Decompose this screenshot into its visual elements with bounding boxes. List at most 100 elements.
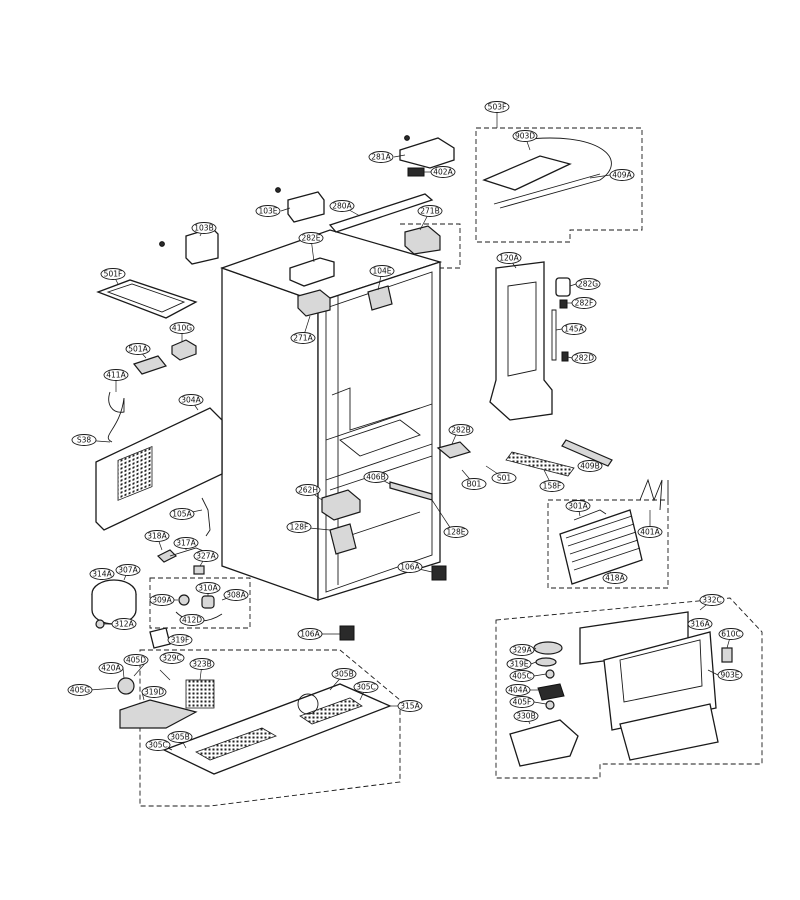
heater-409B <box>561 439 613 467</box>
svg-text:271A: 271A <box>293 334 313 343</box>
svg-text:B01: B01 <box>467 480 482 489</box>
svg-text:282F: 282F <box>575 299 594 308</box>
part-label: 412D <box>179 614 205 626</box>
foot-106A-rear <box>339 625 355 641</box>
fan-bracket-262H <box>321 489 361 521</box>
part-label: 316A <box>687 618 713 630</box>
part-label: 319E <box>506 658 532 670</box>
svg-text:305B: 305B <box>334 670 353 679</box>
svg-text:410G: 410G <box>172 324 192 333</box>
part-label: 280A <box>329 200 355 212</box>
part-label: 329A <box>509 644 535 656</box>
part-label: 120A <box>496 252 522 264</box>
part-label: 418A <box>602 572 628 584</box>
svg-text:404A: 404A <box>508 686 528 695</box>
part-label: 282E <box>298 232 324 244</box>
part-label: 411A <box>103 369 129 381</box>
svg-text:128E: 128E <box>446 528 465 537</box>
part-label: 158F <box>539 480 565 492</box>
part-label: 610C <box>718 628 744 640</box>
svg-text:610C: 610C <box>721 630 741 639</box>
svg-text:406B: 406B <box>366 473 385 482</box>
part-label: 312A <box>111 618 137 630</box>
part-labels: 503F 903D 409A 281A 402A 280A 271B 103E … <box>67 101 744 751</box>
svg-text:308A: 308A <box>226 591 246 600</box>
svg-text:S01: S01 <box>497 474 512 483</box>
part-label: 405F <box>509 696 535 708</box>
part-label: 501F <box>100 268 126 280</box>
top-rail-280A <box>328 193 434 233</box>
svg-text:327A: 327A <box>196 552 216 561</box>
part-label: 501A <box>125 343 151 355</box>
hinge-bracket-282E <box>289 257 335 287</box>
svg-text:158F: 158F <box>543 482 562 491</box>
svg-text:501F: 501F <box>104 270 123 279</box>
housing-332C <box>603 631 717 731</box>
svg-text:103E: 103E <box>258 207 277 216</box>
svg-text:329C: 329C <box>162 654 182 663</box>
svg-text:310A: 310A <box>198 584 218 593</box>
svg-text:312A: 312A <box>114 620 134 629</box>
svg-text:903E: 903E <box>720 671 739 680</box>
svg-text:305C: 305C <box>148 741 168 750</box>
part-label: 308A <box>223 589 249 601</box>
svg-text:271B: 271B <box>420 207 439 216</box>
part-282G <box>555 277 571 297</box>
svg-text:330B: 330B <box>516 712 535 721</box>
svg-text:903D: 903D <box>515 132 535 141</box>
part-label: 309A <box>149 594 175 606</box>
group-box-machine-room <box>139 649 401 807</box>
motor-128F <box>329 523 357 555</box>
grille-158F <box>505 451 575 477</box>
overload-310A <box>201 595 215 609</box>
part-label: 409B <box>577 460 603 472</box>
evaporator-418A <box>559 509 643 585</box>
compressor-307A <box>91 579 137 625</box>
svg-text:317A: 317A <box>176 539 196 548</box>
part-label: 106A <box>297 628 323 640</box>
group-box-compressor-parts <box>149 577 251 629</box>
part-405C <box>545 669 555 679</box>
svg-text:323B: 323B <box>192 660 211 669</box>
part-label: 903E <box>717 669 743 681</box>
svg-text:405C: 405C <box>512 672 532 681</box>
motor-404A <box>537 683 565 701</box>
svg-text:503F: 503F <box>488 103 507 112</box>
part-label: 503F <box>484 101 510 113</box>
part-label: 106A <box>397 561 423 573</box>
rear-cover-304A <box>95 407 223 531</box>
svg-text:120A: 120A <box>499 254 519 263</box>
part-label: 410G <box>169 322 195 334</box>
part-label: 271B <box>417 205 443 217</box>
group-box-hinge-right <box>400 223 461 269</box>
part-label: 903D <box>512 130 538 142</box>
part-label: 104E <box>369 265 395 277</box>
svg-text:319D: 319D <box>144 688 164 697</box>
part-label: 318A <box>144 530 170 542</box>
part-label: 409A <box>609 169 635 181</box>
part-410G <box>171 339 197 361</box>
motor-420A <box>117 677 135 695</box>
svg-text:409A: 409A <box>612 171 632 180</box>
part-label: 281A <box>368 151 394 163</box>
relay-309A <box>178 594 190 606</box>
screw-icon <box>404 135 410 141</box>
part-282D <box>561 351 569 362</box>
svg-text:409B: 409B <box>580 462 599 471</box>
svg-text:309A: 309A <box>152 596 172 605</box>
part-label: 314A <box>89 568 115 580</box>
svg-text:501A: 501A <box>128 345 148 354</box>
part-label: 305B <box>331 668 357 680</box>
cord-411A <box>107 391 125 443</box>
part-label: 305C <box>353 681 379 693</box>
screw-icon <box>159 241 165 247</box>
part-label: 301A <box>565 500 591 512</box>
part-label: S38 <box>71 434 97 446</box>
svg-text:316A: 316A <box>690 620 710 629</box>
part-610C <box>721 647 733 663</box>
svg-text:307A: 307A <box>118 566 138 575</box>
part-label: 128E <box>443 526 469 538</box>
fan-329A <box>533 641 563 655</box>
part-label: 282F <box>571 297 597 309</box>
